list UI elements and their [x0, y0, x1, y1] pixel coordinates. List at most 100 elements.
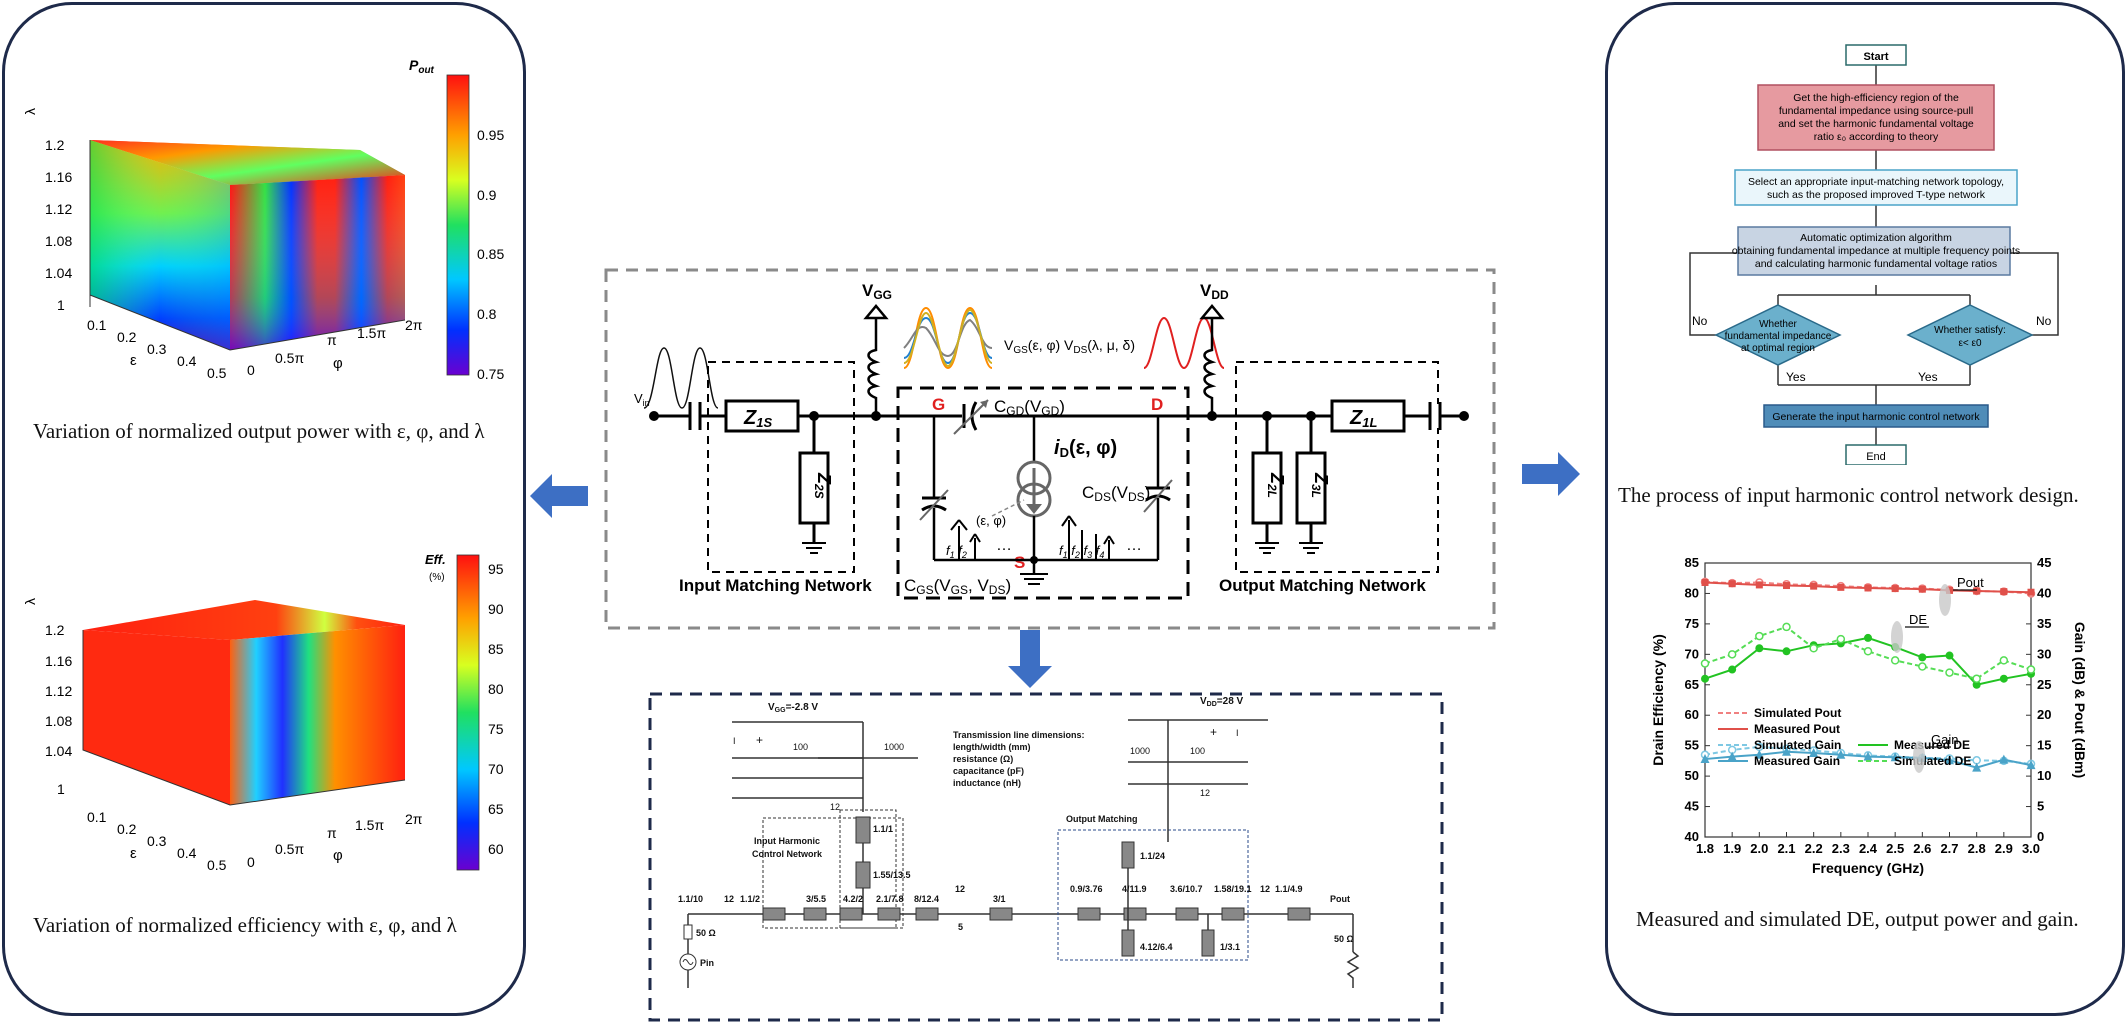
arrow-left-icon	[530, 474, 588, 518]
ostub-3: 1/3.1	[1220, 942, 1240, 952]
tick: 95	[488, 561, 504, 577]
otl-2: 4/11.9	[1122, 884, 1147, 894]
tl-3: 1.1/2	[740, 894, 760, 904]
data-point	[1945, 651, 1954, 660]
annotation-ellipse	[1913, 741, 1925, 773]
tick: 0.75	[477, 366, 504, 382]
y-tick-label: 40	[1685, 829, 1699, 844]
tick: 80	[488, 681, 504, 697]
cap-12: 12	[830, 802, 840, 812]
tick: 2π	[405, 811, 423, 827]
flow-no-right: No	[2036, 314, 2052, 328]
cap-1000: 1000	[884, 742, 904, 752]
z1s-label: Z1S	[743, 407, 772, 430]
gate-label: G	[932, 395, 945, 414]
tl-8: 12	[955, 884, 965, 894]
flow-end	[1845, 444, 1907, 465]
stub-2: 1.55/13.5	[873, 870, 911, 880]
tick: 0.3	[147, 833, 167, 849]
chart-caption: Measured and simulated DE, output power …	[1636, 907, 2079, 931]
data-point	[1783, 582, 1790, 590]
data-point	[1945, 755, 1954, 765]
tick: 1.08	[45, 713, 72, 729]
data-point	[1810, 582, 1818, 590]
y2-tick-label: 40	[2037, 585, 2051, 600]
arrow-down-icon	[1008, 630, 1052, 688]
y-axis-label: Drain Efficiency (%)	[1650, 634, 1666, 765]
data-point	[2027, 588, 2035, 596]
tl-dims-1: length/width (mm)	[953, 742, 1031, 752]
input-matching-label: Input Matching Network	[679, 576, 872, 595]
legend-label: Measured Gain	[1754, 754, 1840, 768]
data-point	[1918, 662, 1927, 671]
source-label: S	[1014, 553, 1025, 572]
data-point	[1727, 650, 1737, 659]
flow-step4-text: Generate the input harmonic control netw…	[1772, 411, 1980, 423]
data-point	[1727, 751, 1737, 761]
data-point	[1863, 647, 1873, 656]
z1l-label: Z1L	[1349, 407, 1377, 430]
flow-dec1-1: fundamental impedance	[1725, 331, 1832, 342]
data-point	[1700, 659, 1710, 668]
tick: 0.5π	[275, 841, 304, 857]
tl-dims-2: resistance (Ω)	[953, 754, 1013, 764]
legend-label: Measured Pout	[1754, 722, 1840, 736]
tick: 0.2	[117, 821, 137, 837]
tl-9: 5	[958, 922, 963, 932]
annotation-label: DE	[1909, 612, 1927, 627]
z2s-block	[798, 451, 830, 525]
flow-caption: The process of input harmonic control ne…	[1618, 483, 2079, 507]
flow-no-left: No	[1692, 314, 1708, 328]
flow-end-text: End	[1866, 451, 1886, 463]
data-point	[1809, 643, 1818, 653]
data-point	[1837, 583, 1845, 591]
tl-dims-4: inductance (nH)	[953, 778, 1021, 788]
flow-step1-1: fundamental impedance using source-pull	[1779, 105, 1973, 117]
y2-tick-label: 45	[2037, 555, 2051, 570]
tick: 1	[57, 297, 65, 313]
y2-tick-label: 30	[2037, 646, 2051, 661]
drain-label: D	[1151, 395, 1163, 414]
otl-3: 3.6/10.7	[1170, 884, 1203, 894]
y-tick-label: 45	[1685, 799, 1699, 814]
eff-phi-ticks: 0 0.5π π 1.5π 2π	[247, 811, 423, 870]
ihc-label-0: Input Harmonic	[754, 836, 820, 846]
ihc-label-1: Control Network	[752, 849, 823, 859]
vin-label: Vin	[634, 391, 650, 408]
tl-1: 1.1/10	[678, 894, 703, 904]
y2-tick-label: 35	[2037, 616, 2051, 631]
y2-axis-label: Gain (dB) & Pout (dBm)	[2072, 622, 2088, 778]
y2-tick-label: 10	[2037, 768, 2051, 783]
data-point	[1782, 746, 1791, 756]
x-axis-label: Frequency (GHz)	[1812, 860, 1924, 876]
flow-step1-0: Get the high-efficiency region of the	[1793, 92, 1959, 104]
data-point	[1864, 584, 1872, 592]
x-tick-label: 2.0	[1750, 841, 1768, 856]
z1l-block	[1330, 399, 1406, 433]
tick: 0.2	[117, 329, 137, 345]
tick: 1.12	[45, 201, 72, 217]
pout-phi-label: φ	[333, 355, 343, 372]
tick: 75	[488, 721, 504, 737]
data-point	[1918, 585, 1926, 593]
data-point	[1728, 665, 1737, 674]
series-line	[1704, 636, 2032, 686]
tick: 70	[488, 761, 504, 777]
flow-dec1-2: at optimal region	[1741, 343, 1815, 354]
vdd-label: VDD	[1200, 281, 1229, 302]
design-flowchart: Start Get the high-efficiency region of …	[1689, 44, 2059, 465]
y2-tick-label: 20	[2037, 707, 2051, 722]
data-point	[1864, 633, 1872, 642]
tick: 1.16	[45, 653, 72, 669]
legend-label: Simulated DE	[1894, 754, 1971, 768]
otl-4: 1.58/19.1	[1214, 884, 1252, 894]
tick: 1.04	[45, 743, 72, 759]
flow-dec2-0: Whether satisfy:	[1934, 325, 2006, 336]
flow-yes-right: Yes	[1918, 370, 1938, 384]
flow-step3	[1737, 226, 2011, 276]
x-tick-label: 2.5	[1886, 841, 1904, 856]
flow-step3-1: obtaining fundamental impedance at multi…	[1732, 245, 2020, 257]
y-tick-label: 60	[1685, 707, 1699, 722]
plot-frame	[1704, 562, 2032, 838]
flow-step2	[1734, 169, 2018, 206]
